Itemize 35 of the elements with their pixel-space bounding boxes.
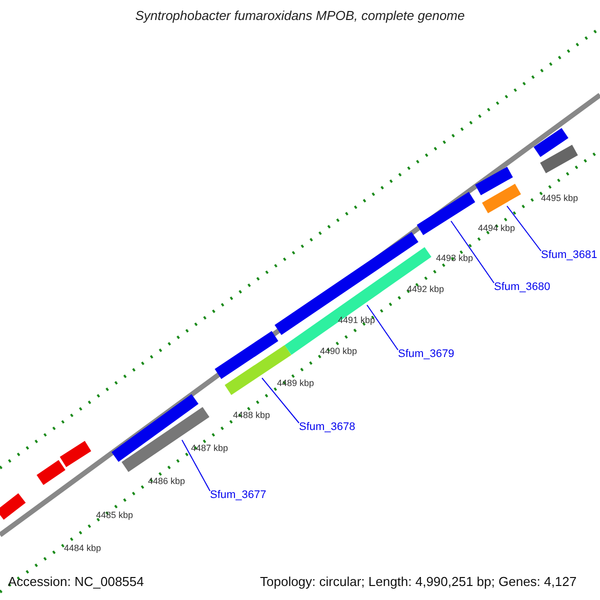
gene-bar	[534, 128, 568, 157]
footer-text: Accession: NC_008554	[8, 574, 144, 589]
leader-line	[262, 378, 300, 424]
gene-bar	[540, 144, 578, 174]
gene-bar	[60, 440, 92, 468]
gene-bar	[122, 407, 210, 472]
title: Syntrophobacter fumaroxidans MPOB, complete genome	[134, 8, 466, 23]
gene-bar	[475, 166, 513, 196]
gene-label: Sfum_3677	[210, 489, 266, 501]
gene-label: Sfum_3680	[494, 281, 550, 293]
tick-label: 4494 kbp	[478, 223, 516, 233]
gene-label: Sfum_3681	[541, 249, 598, 261]
tick-label: 4484 kbp	[64, 543, 102, 553]
tick-label: 4487 kbp	[191, 443, 228, 453]
gene-bar	[416, 192, 476, 236]
gene-bar	[0, 493, 26, 520]
tick-label: 4495 kbp	[541, 193, 578, 203]
footer-text: Topology: circular; Length: 4,990,251 bp; Genes: 4,127	[260, 574, 577, 589]
tick-label: 4490 kbp	[320, 346, 358, 356]
tick-label: 4492 kbp	[407, 284, 444, 294]
leader-line	[366, 304, 398, 350]
gene-label: Sfum_3679	[398, 348, 454, 360]
tick-label: 4493 kbp	[436, 253, 474, 263]
gene-bar	[482, 184, 521, 214]
leader-line	[506, 206, 542, 252]
tick-label: 4486 kbp	[148, 476, 186, 486]
gene-bar	[36, 460, 66, 485]
leader-line	[182, 440, 210, 492]
tick-label: 4489 kbp	[277, 378, 314, 388]
tick-label: 4485 kbp	[96, 510, 134, 520]
leader-line	[450, 220, 494, 284]
tick-label: 4488 kbp	[233, 410, 270, 420]
gene-bar	[214, 331, 278, 379]
gene-label: Sfum_3678	[299, 421, 356, 433]
tick-label: 4491 kbp	[338, 315, 376, 325]
